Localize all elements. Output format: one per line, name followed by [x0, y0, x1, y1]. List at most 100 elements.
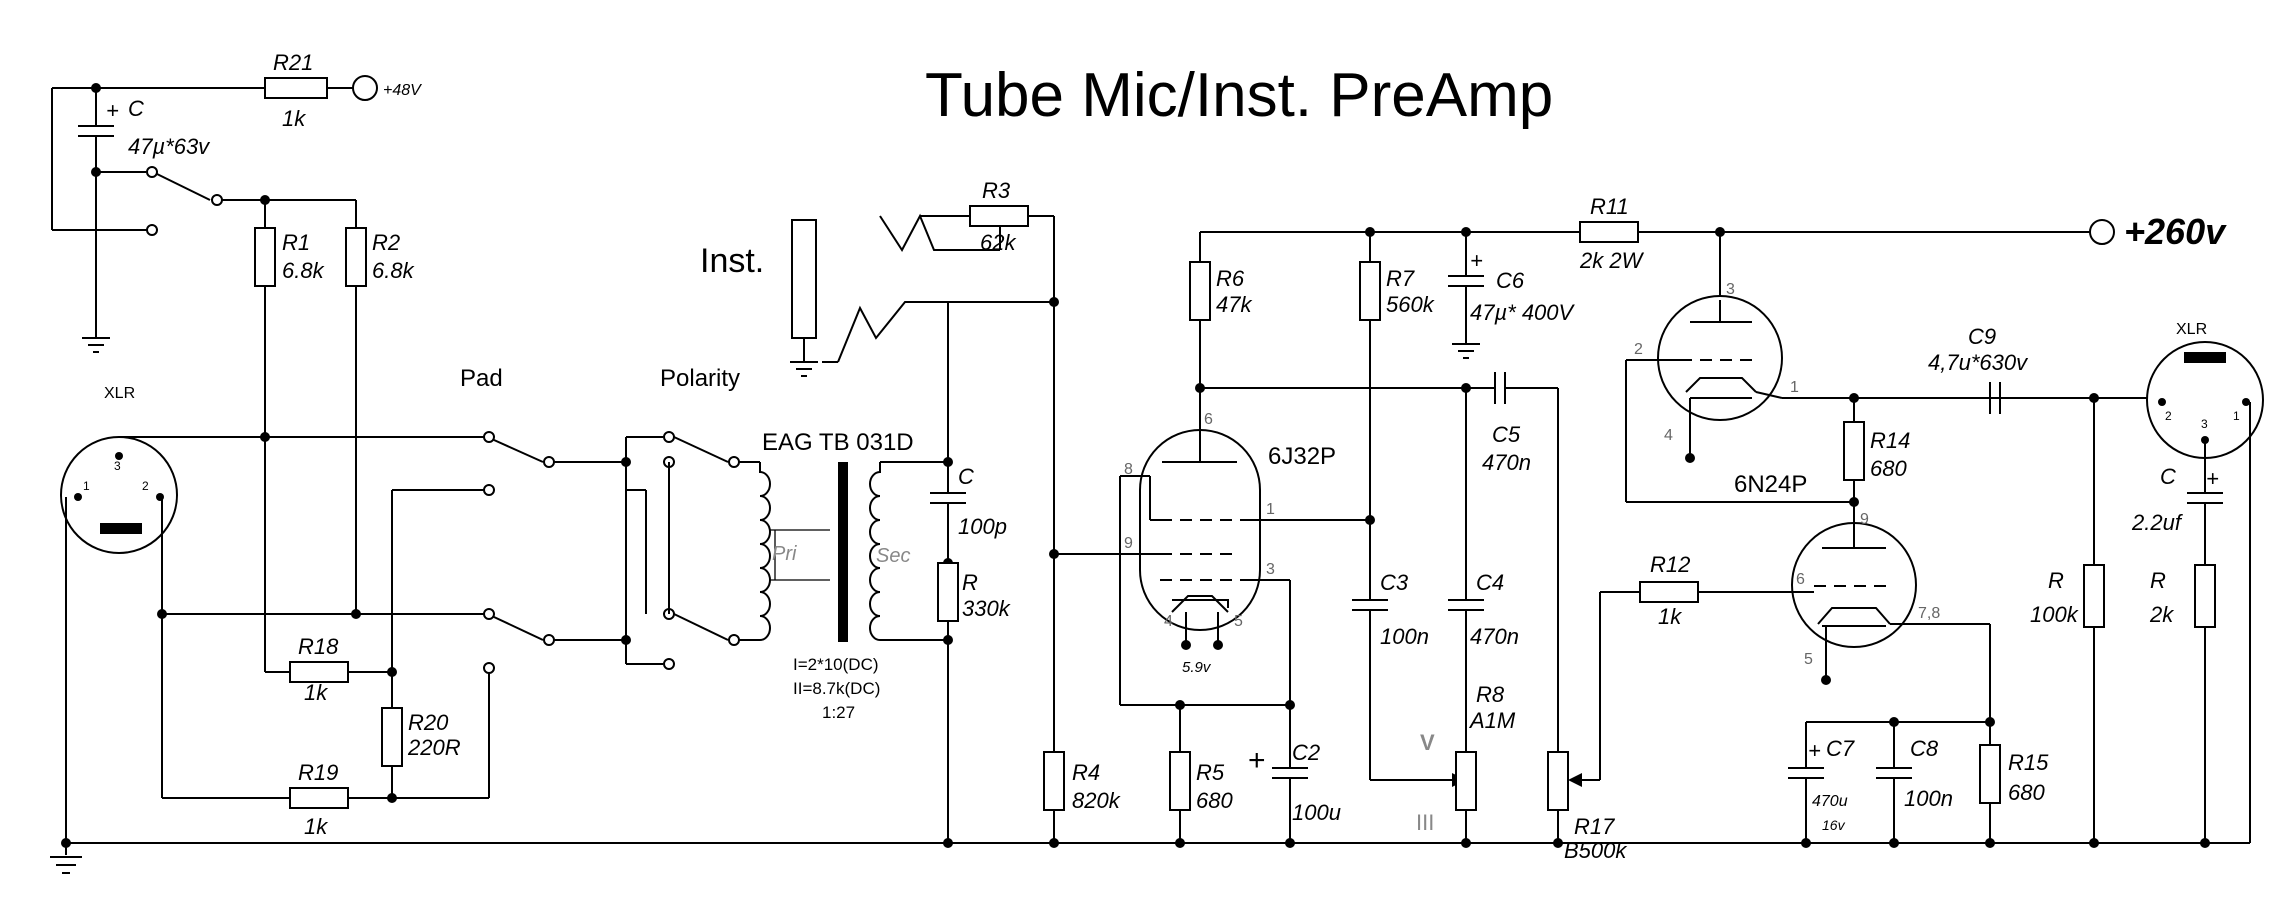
r11-resistor [1579, 221, 1639, 243]
r15-name: R15 [2008, 750, 2049, 775]
r19-name: R19 [298, 760, 338, 785]
xlr-out-pin3: 3 [2201, 417, 2208, 431]
polarity-switch: Polarity [621, 365, 760, 670]
r14-value: 680 [1870, 456, 1907, 481]
c7-rating: 16v [1822, 817, 1846, 833]
c6-plus: + [1470, 248, 1483, 273]
xlr-input: XLR 3 1 2 [60, 385, 489, 848]
r14-network: R14 680 [1706, 398, 1910, 520]
r20-value: 220R [407, 735, 461, 760]
pri-label: Pri [772, 543, 797, 565]
polarity-label: Polarity [660, 365, 740, 392]
c4-name: C4 [1476, 570, 1504, 595]
t1-pin3: 3 [1266, 561, 1275, 578]
r12-value: 1k [1658, 604, 1682, 629]
r15-resistor [1979, 744, 2001, 804]
t2b-pin6: 6 [1796, 571, 1805, 588]
t2a-pin4: 4 [1664, 427, 1673, 444]
output-cathode-network: + C7 470u 16v C8 100n R15 680 [1788, 717, 2049, 848]
c7-name: C7 [1826, 736, 1855, 761]
r18-resistor [289, 661, 349, 683]
grid-input-network: R3 62k C 100p R 330k R4 820k [920, 178, 1140, 848]
cout-name: C [2160, 464, 2176, 489]
r17-potentiometer [1547, 751, 1569, 811]
r21-value: 1k [282, 106, 306, 131]
c6-name: C6 [1496, 268, 1525, 293]
r20-resistor [381, 707, 403, 767]
transformer-label: EAG TB 031D [762, 429, 914, 456]
interstage-coupling: C5 470n C3 100n C4 470n R8 A1M V III R17 [1200, 372, 1627, 863]
r18-value: 1k [304, 680, 328, 705]
r3-name: R3 [982, 178, 1011, 203]
c9-name: C9 [1968, 324, 1996, 349]
c4-value: 470n [1470, 624, 1519, 649]
r8-value: A1M [1468, 708, 1516, 733]
r8-name: R8 [1476, 682, 1505, 707]
t1-pin5: 5 [1234, 613, 1243, 630]
sec-label: Sec [876, 545, 910, 567]
r4-name: R4 [1072, 760, 1100, 785]
r6-resistor [1189, 261, 1211, 321]
heater-label: 5.9v [1182, 659, 1212, 676]
r2-name: R2 [372, 230, 400, 255]
c2-plus: + [1248, 744, 1266, 777]
r2k-resistor [2194, 564, 2216, 628]
r19-value: 1k [304, 814, 328, 839]
tube-6n24p-lower: 9 6 5 7,8 [1706, 511, 1991, 722]
cout-plus: + [2206, 466, 2219, 491]
tf-ii-label: II=8.7k(DC) [793, 679, 880, 698]
t2a-pin3: 3 [1726, 281, 1735, 298]
pad-label: Pad [460, 365, 503, 392]
r19-resistor [289, 787, 349, 809]
cin-value: 47µ*63v [128, 134, 211, 159]
rout-resistor [2083, 564, 2105, 628]
r6-name: R6 [1216, 266, 1245, 291]
pad-network: Pad R18 1k R19 1k R20 220R [265, 365, 626, 839]
cin-name: C [128, 96, 144, 121]
iii-mark: III [1416, 810, 1434, 835]
inst-label: Inst. [700, 242, 764, 280]
c3-name: C3 [1380, 570, 1409, 595]
r12-resistor [1639, 581, 1699, 603]
c100p-name: C [958, 464, 974, 489]
tube1-label: 6J32P [1268, 443, 1336, 470]
t1-pin4: 4 [1164, 613, 1173, 630]
r11-name: R11 [1590, 194, 1629, 219]
r2k-value: 2k [2149, 602, 2174, 627]
xlr-out-pin2: 2 [2165, 409, 2172, 423]
r6-value: 47k [1216, 292, 1252, 317]
tf-ratio-label: 1:27 [822, 703, 855, 722]
t2a-pin2: 2 [1634, 341, 1643, 358]
xlr-out-pin1: 1 [2233, 409, 2240, 423]
c3-value: 100n [1380, 624, 1429, 649]
p260-terminal [2089, 219, 2115, 245]
t2b-pin5: 5 [1804, 651, 1813, 668]
r14-name: R14 [1870, 428, 1910, 453]
xlr-out-label: XLR [2176, 321, 2207, 338]
rout-name: R [2048, 568, 2064, 593]
tube-6n24p-upper: 3 2 1 4 6N24P [1625, 232, 2010, 503]
t1-pin1: 1 [1266, 501, 1275, 518]
r4-resistor [1043, 751, 1065, 811]
r5-name: R5 [1196, 760, 1225, 785]
r7-value: 560k [1386, 292, 1435, 317]
r3-value: 62k [980, 230, 1016, 255]
r12-name: R12 [1650, 552, 1690, 577]
c100p-value: 100p [958, 514, 1007, 539]
xlr-in-label: XLR [104, 385, 135, 402]
c7-plus: + [1808, 738, 1821, 763]
r3-resistor [969, 205, 1029, 227]
p260-label: +260v [2124, 211, 2227, 252]
tf-i-label: I=2*10(DC) [793, 655, 879, 674]
cin-plus: + [106, 98, 119, 123]
output-coupling: C9 4,7u*630v R 100k [1928, 324, 2155, 848]
b-plus-rail: +260v R11 2k 2W R6 47k R7 560k + C6 47µ*… [1189, 194, 2227, 600]
r1-name: R1 [282, 230, 310, 255]
r4-value: 820k [1072, 788, 1121, 813]
r7-name: R7 [1386, 266, 1415, 291]
r12-network: R12 1k [1600, 552, 1706, 629]
r330k-value: 330k [962, 596, 1011, 621]
t2b-pin78: 7,8 [1918, 605, 1940, 622]
c5-name: C5 [1492, 422, 1521, 447]
